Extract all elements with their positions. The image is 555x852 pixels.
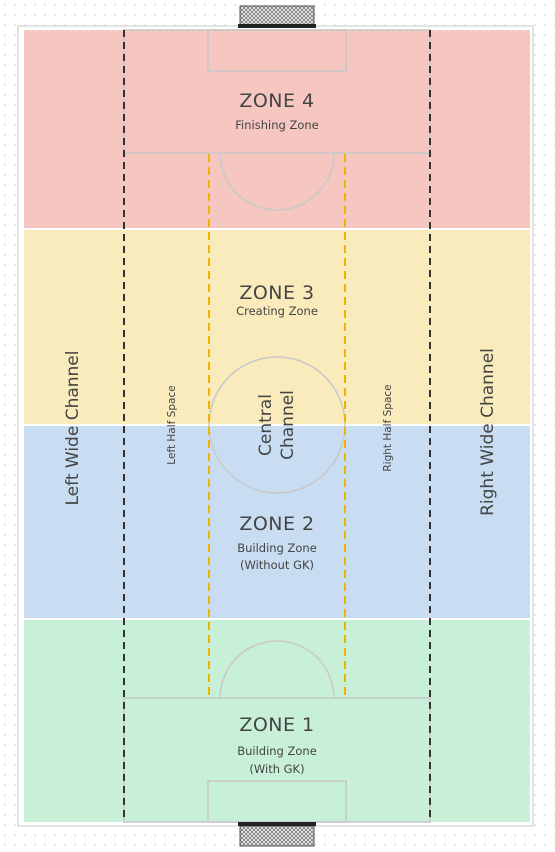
central-channel-label: Central Channel	[255, 390, 299, 460]
left-half-space-label: Left Half Space	[166, 385, 178, 465]
bottom-goal	[238, 822, 316, 847]
right-wide-channel-label: Right Wide Channel	[478, 348, 498, 516]
top-penalty-arc	[219, 152, 335, 211]
zone3-band	[24, 230, 530, 424]
zone3-title: ZONE 3	[239, 282, 315, 304]
central-channel-line2: Channel	[278, 390, 298, 460]
top-goal-area	[207, 29, 347, 72]
channel-dividers	[123, 30, 431, 822]
zone2-band	[24, 426, 530, 618]
zone1-subtitle: Building Zone	[237, 744, 317, 758]
right-half-space-label: Right Half Space	[382, 384, 394, 472]
zone2-title: ZONE 2	[239, 513, 315, 535]
left-wide-channel-label: Left Wide Channel	[63, 350, 83, 506]
zone3-subtitle: Creating Zone	[236, 304, 318, 318]
zone1-subtitle-2: (With GK)	[249, 762, 305, 776]
central-channel-line1: Central	[256, 394, 276, 456]
zone2-subtitle-2: (Without GK)	[239, 558, 315, 572]
top-goal	[238, 5, 316, 28]
centre-circle	[208, 356, 346, 494]
zone1-title: ZONE 1	[239, 714, 315, 736]
zone4-band	[24, 30, 530, 228]
zone2-subtitle: Building Zone	[237, 541, 317, 555]
zone4-title: ZONE 4	[239, 90, 315, 112]
bottom-penalty-arc	[219, 640, 335, 699]
zone4-subtitle: Finishing Zone	[235, 118, 319, 132]
zone1-band	[24, 620, 530, 822]
